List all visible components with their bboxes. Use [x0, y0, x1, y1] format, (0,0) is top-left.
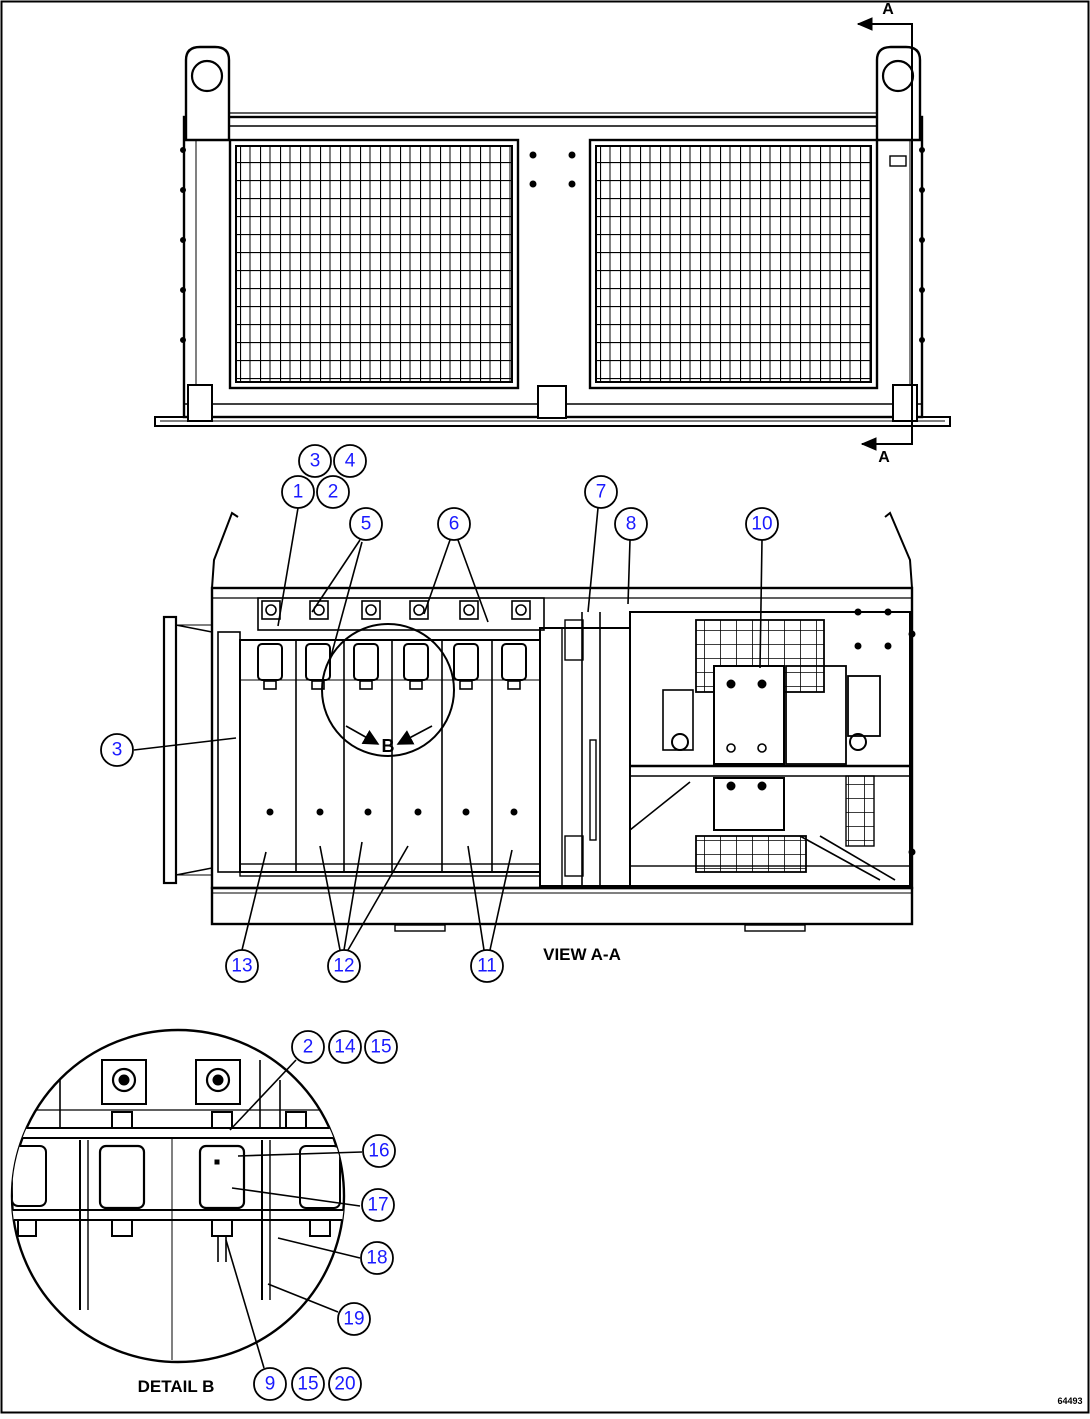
svg-text:20: 20: [334, 1374, 355, 1395]
drawing-number: 64493: [1057, 1396, 1082, 1406]
section-view-aa: [162, 511, 916, 932]
svg-text:2: 2: [303, 1037, 314, 1058]
svg-text:7: 7: [596, 482, 607, 503]
callout-9: 9: [253, 1367, 287, 1401]
callout-15-top: 15: [364, 1030, 398, 1064]
detail-marker-letter: B: [382, 736, 395, 756]
callout-3-left: 3: [100, 733, 134, 767]
top-view-cabinet: [154, 45, 951, 427]
section-letter-top: A: [882, 1, 894, 18]
callout-8: 8: [614, 507, 648, 541]
section-letter-bottom: A: [878, 449, 890, 466]
svg-text:4: 4: [345, 451, 356, 472]
svg-text:3: 3: [112, 740, 123, 761]
callout-group-detail: 2 14 15 16 17 18 19 9: [253, 1030, 398, 1401]
callout-15-bottom: 15: [291, 1367, 325, 1401]
svg-text:6: 6: [449, 514, 460, 535]
callout-11: 11: [470, 949, 504, 983]
callout-4-top: 4: [333, 444, 367, 478]
callout-10: 10: [745, 507, 779, 541]
svg-text:2: 2: [328, 482, 339, 503]
detail-b-marker: B: [345, 725, 433, 756]
leader-lines: [133, 507, 763, 1369]
callout-17: 17: [361, 1188, 395, 1222]
svg-text:14: 14: [334, 1037, 356, 1058]
svg-text:1: 1: [293, 482, 304, 503]
svg-text:18: 18: [366, 1248, 387, 1269]
svg-text:17: 17: [367, 1195, 388, 1216]
svg-text:5: 5: [361, 514, 372, 535]
svg-text:10: 10: [751, 514, 772, 535]
svg-text:9: 9: [265, 1374, 276, 1395]
svg-text:13: 13: [231, 956, 252, 977]
callout-2-top: 2: [316, 475, 350, 509]
detail-b-label: DETAIL B: [138, 1377, 215, 1396]
callout-18: 18: [360, 1241, 394, 1275]
view-aa-label: VIEW A-A: [543, 945, 621, 964]
callout-1-top: 1: [281, 475, 315, 509]
svg-text:15: 15: [370, 1037, 391, 1058]
callout-20: 20: [328, 1367, 362, 1401]
svg-text:15: 15: [297, 1374, 318, 1395]
callout-19: 19: [337, 1302, 371, 1336]
callout-13: 13: [225, 949, 259, 983]
detail-b-view: [10, 1028, 346, 1364]
svg-text:12: 12: [333, 956, 354, 977]
section-cut-line: [856, 17, 913, 451]
svg-text:16: 16: [368, 1141, 389, 1162]
callout-6: 6: [437, 507, 471, 541]
callout-group-view-aa: 5 6 7 8 10 3 13 12: [100, 475, 779, 983]
callout-3-top: 3: [298, 444, 332, 478]
callout-2-detail: 2: [291, 1030, 325, 1064]
svg-text:11: 11: [477, 956, 497, 977]
callout-14: 14: [328, 1030, 362, 1064]
callout-5: 5: [349, 507, 383, 541]
callout-7: 7: [584, 475, 618, 509]
callout-group-top: 3 4 1 2: [281, 444, 367, 509]
callout-12: 12: [327, 949, 361, 983]
svg-text:8: 8: [626, 514, 637, 535]
svg-text:3: 3: [310, 451, 321, 472]
callout-16: 16: [362, 1134, 396, 1168]
svg-text:19: 19: [343, 1309, 364, 1330]
